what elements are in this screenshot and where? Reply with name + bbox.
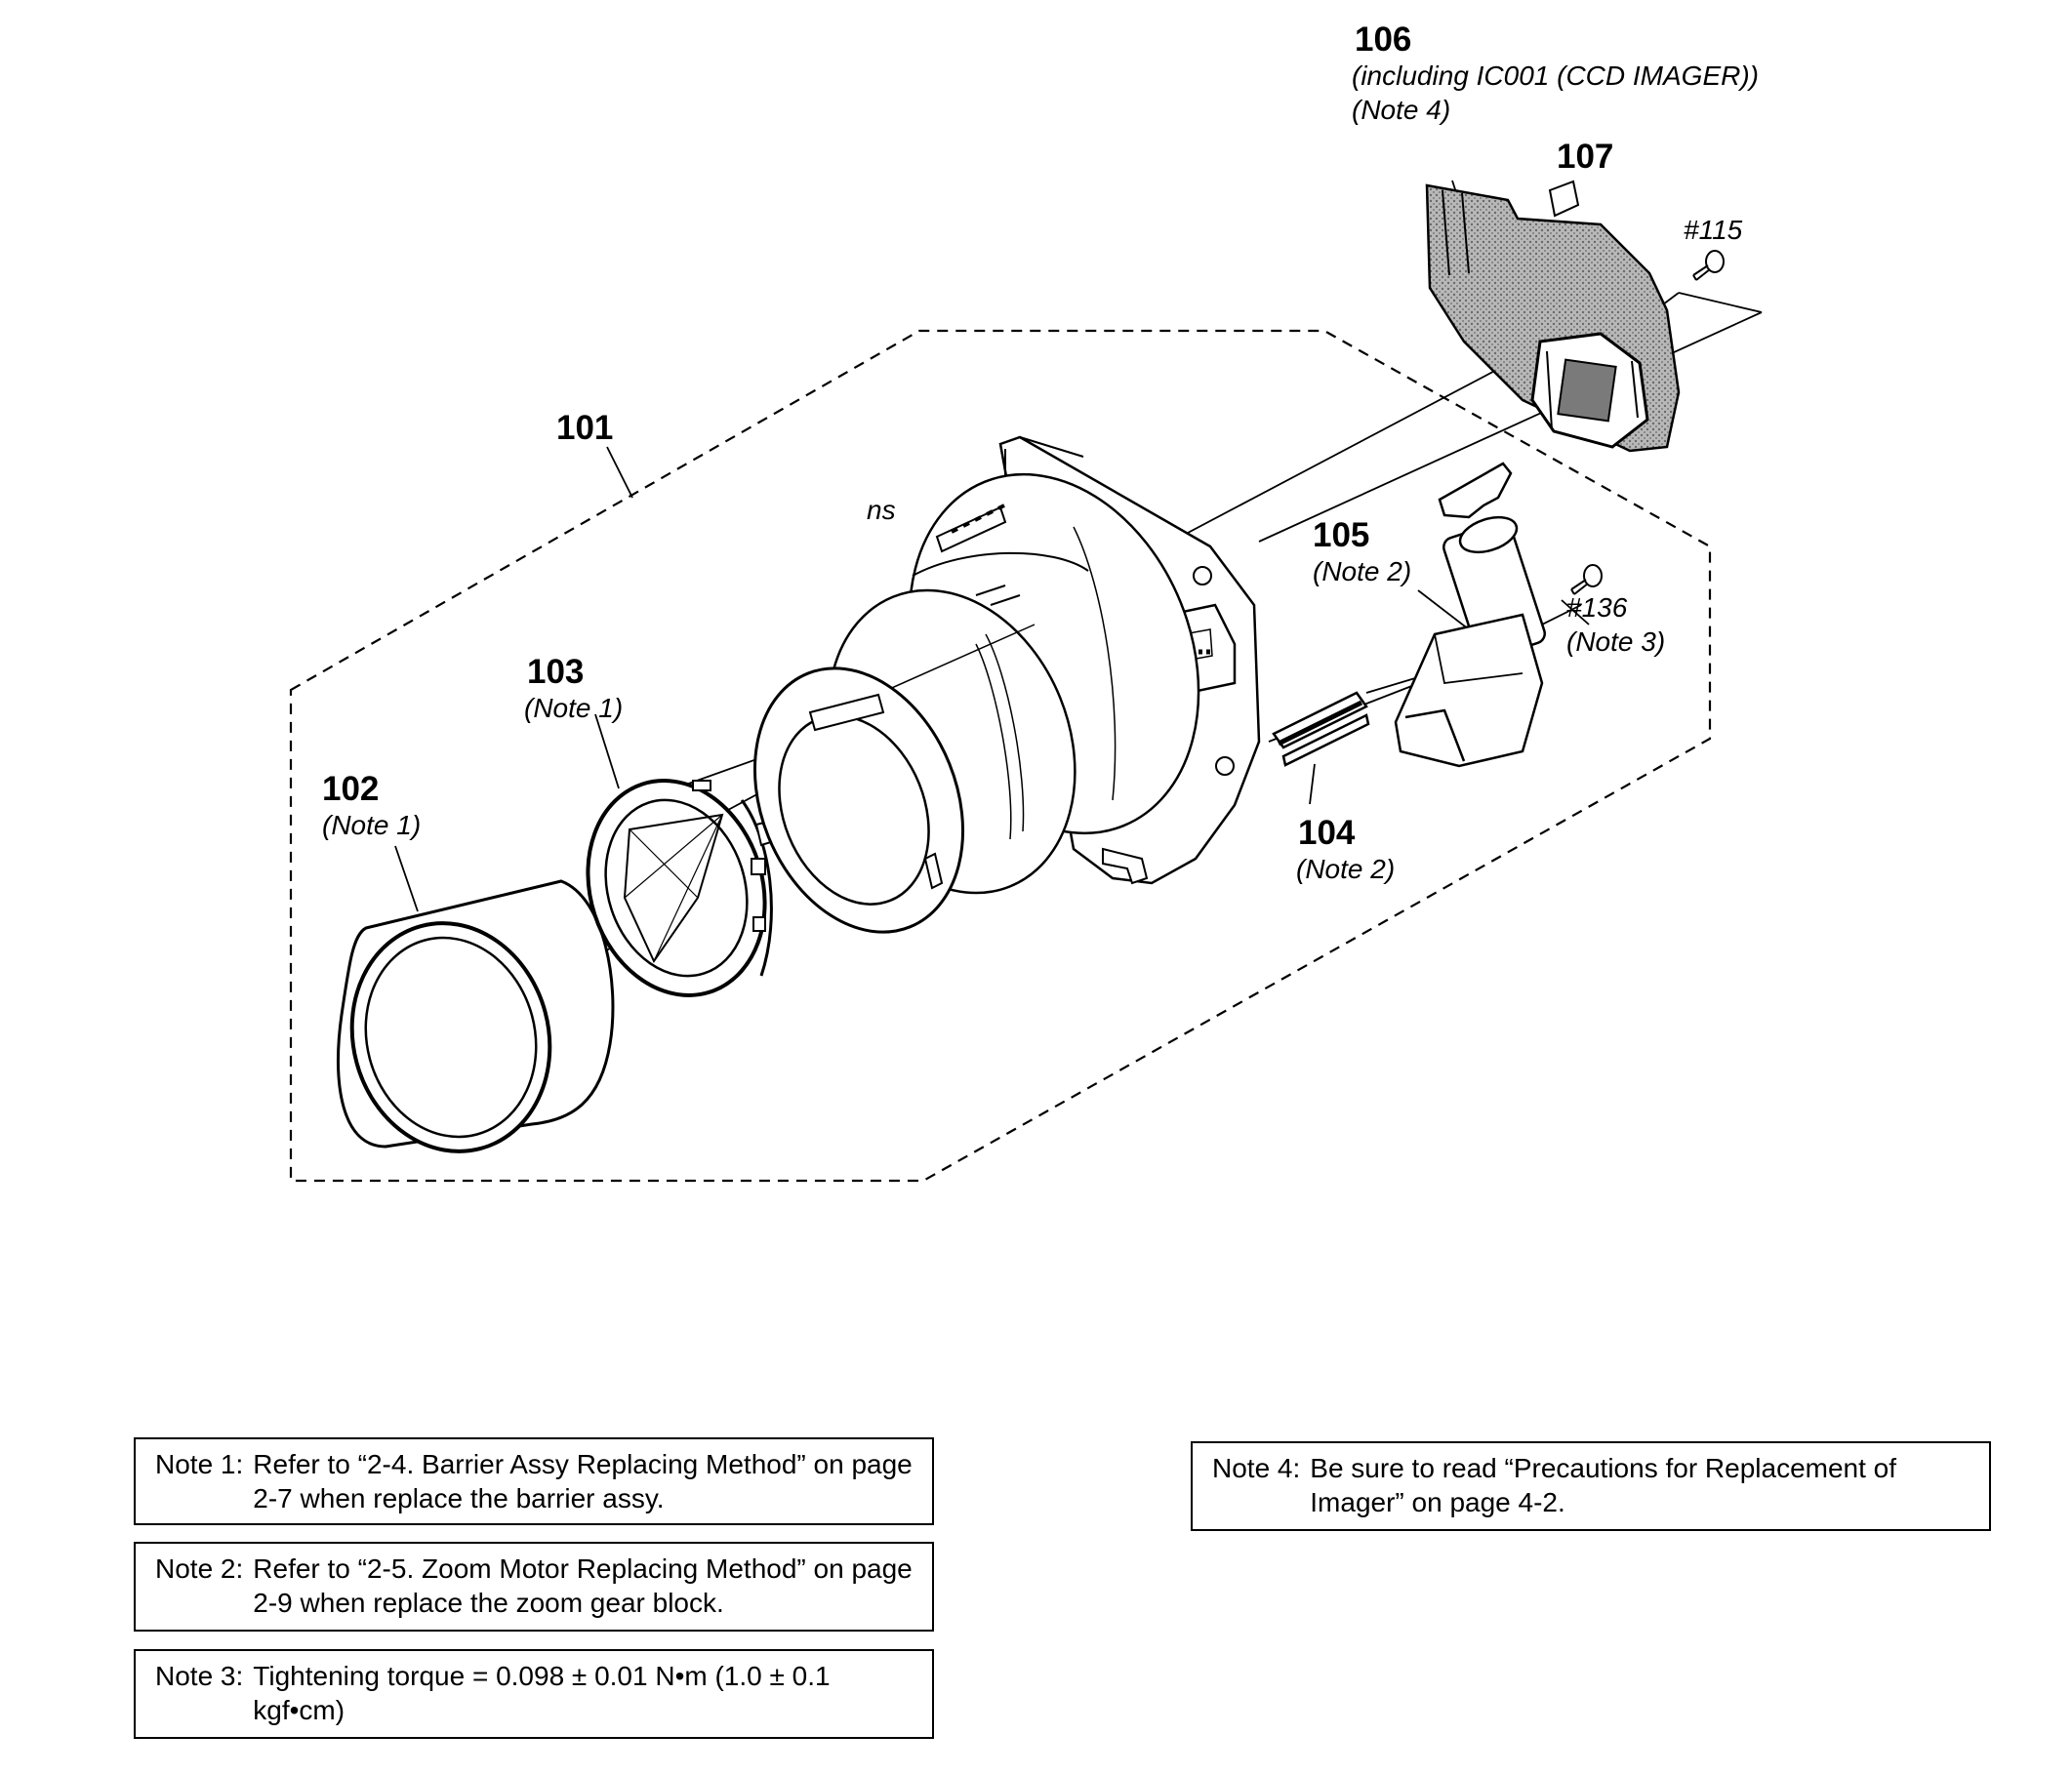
screw-136-icon	[1570, 564, 1603, 595]
note-1-box: Note 1: Refer to “2-4. Barrier Assy Repl…	[134, 1437, 934, 1525]
label-105-note: (Note 2)	[1313, 556, 1411, 586]
label-102-note: (Note 1)	[322, 810, 421, 840]
label-106-note: (Note 4)	[1352, 95, 1450, 125]
label-screw-136: #136	[1566, 592, 1628, 623]
part-102-front-cover	[336, 879, 615, 1153]
label-105-number: 105	[1313, 516, 1369, 554]
label-screw-136-note: (Note 3)	[1566, 626, 1665, 657]
note-3-label: Note 3:	[155, 1661, 244, 1691]
note-4-label: Note 4:	[1212, 1453, 1301, 1483]
note-1-text: Refer to “2-4. Barrier Assy Replacing Me…	[253, 1449, 913, 1513]
part-107-sheet	[1548, 180, 1580, 218]
note-2-label: Note 2:	[155, 1553, 244, 1584]
part-101-lens-barrel	[752, 435, 1261, 934]
part-105-zoom-motor	[1394, 462, 1546, 768]
label-106-number: 106	[1355, 20, 1411, 59]
note-4-box: Note 4: Be sure to read “Precautions for…	[1191, 1441, 1991, 1531]
note-3-text: Tightening torque = 0.098 ± 0.01 N•m (1.…	[253, 1661, 831, 1725]
label-ns: ns	[867, 495, 896, 525]
assembly-101-boundary	[289, 329, 1712, 1183]
label-screw-115: #115	[1684, 215, 1743, 245]
part-106-ccd-imager-board	[1425, 183, 1681, 453]
part-104-connector	[1272, 691, 1370, 767]
label-103-number: 103	[527, 653, 584, 691]
note-2-text: Refer to “2-5. Zoom Motor Replacing Meth…	[253, 1553, 913, 1618]
label-102-number: 102	[322, 770, 379, 808]
note-2-box: Note 2: Refer to “2-5. Zoom Motor Replac…	[134, 1542, 934, 1632]
label-104-number: 104	[1298, 814, 1356, 852]
note-4-text: Be sure to read “Precautions for Replace…	[1310, 1453, 1897, 1517]
label-106-description: (including IC001 (CCD IMAGER))	[1352, 61, 1759, 91]
label-104-note: (Note 2)	[1296, 854, 1395, 884]
note-3-box: Note 3: Tightening torque = 0.098 ± 0.01…	[134, 1649, 934, 1739]
note-1-label: Note 1:	[155, 1449, 244, 1479]
part-103-barrier-ring	[586, 779, 773, 997]
label-107-number: 107	[1557, 138, 1613, 176]
label-101-number: 101	[556, 409, 613, 447]
label-103-note: (Note 1)	[524, 693, 623, 723]
screw-115-icon	[1692, 250, 1725, 281]
